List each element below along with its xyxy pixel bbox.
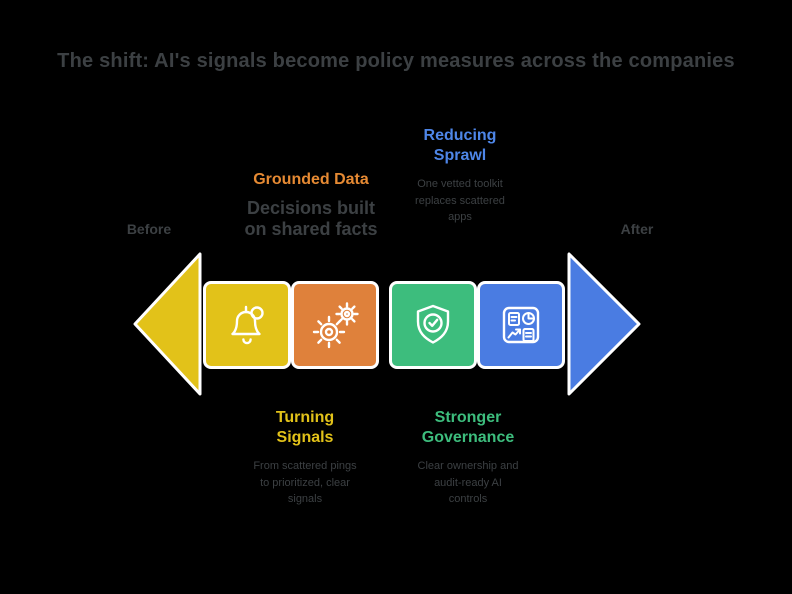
stage-square-reducing-sprawl — [477, 281, 565, 369]
stage-label-group-grounded-data: Grounded Data Decisions built on shared … — [229, 170, 393, 239]
stage-label-grounded-data: Grounded Data — [253, 171, 369, 188]
stage-square-grounded-data — [291, 281, 379, 369]
stage-description-stronger-governance: Clear ownership and audit-ready AI contr… — [417, 460, 519, 505]
arrowhead-right — [567, 252, 641, 396]
stage-square-stronger-governance — [389, 281, 477, 369]
stage-label-reducing-sprawl: Reducing Sprawl — [423, 127, 497, 164]
stage-label-stronger-governance: Stronger Governance — [421, 409, 515, 446]
stage-label-group-stronger-governance: Stronger Governance Clear ownership and … — [386, 408, 550, 508]
arrowhead-left — [133, 252, 202, 396]
side-label-right: After — [620, 221, 654, 237]
dashboard-icon — [502, 306, 540, 344]
stage-label-group-reducing-sprawl: Reducing Sprawl One vetted toolkit repla… — [378, 126, 542, 226]
stage-description-turning-signals: From scattered pings to prioritized, cle… — [253, 460, 357, 505]
stage-label-group-turning-signals: Turning Signals From scattered pings to … — [223, 408, 387, 508]
bell-icon — [231, 305, 264, 345]
shield-check-icon — [416, 304, 450, 344]
side-label-left: Before — [126, 221, 172, 237]
stage-detail-grounded-data: Decisions built on shared facts — [244, 198, 378, 239]
stage-label-turning-signals: Turning Signals — [275, 409, 335, 446]
stage-square-turning-signals — [203, 281, 291, 369]
stage-description-reducing-sprawl: One vetted toolkit replaces scattered ap… — [415, 178, 505, 223]
gears-icon — [312, 302, 359, 349]
page-title: The shift: AI's signals become policy me… — [57, 50, 735, 72]
